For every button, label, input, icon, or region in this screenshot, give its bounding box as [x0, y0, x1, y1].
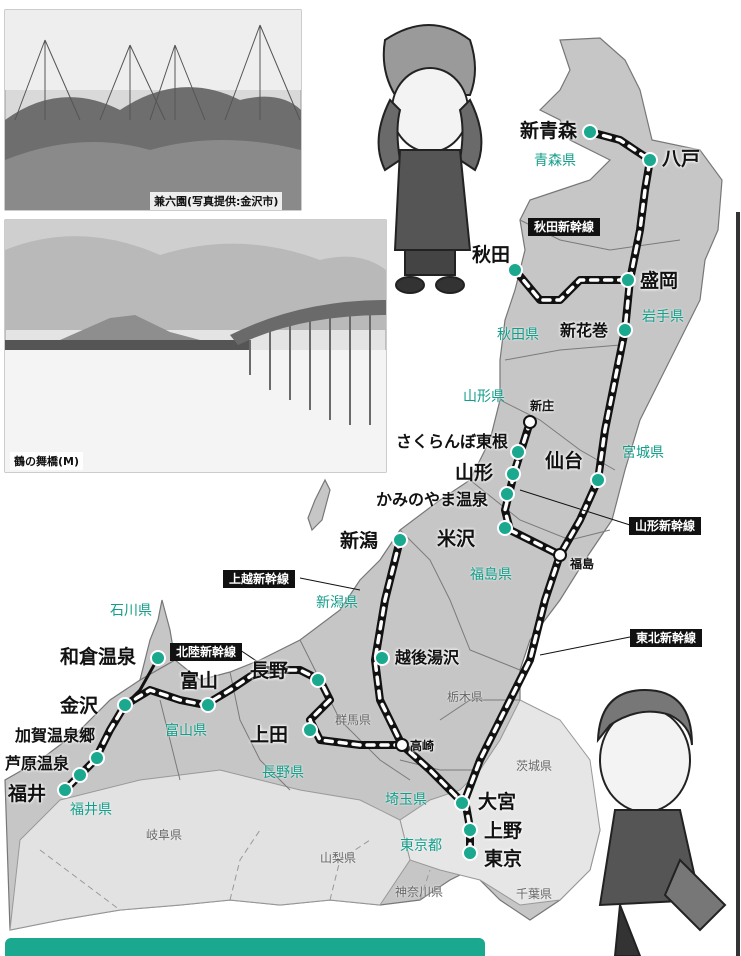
hokuriku-shinkansen-tag: 北陸新幹線: [170, 643, 243, 661]
pref-tokyo: 東京都: [400, 838, 442, 854]
station-hachinohe: 八戸: [662, 148, 701, 170]
dot-sendai: [590, 472, 606, 488]
character-woman-walking: [596, 688, 727, 956]
station-wakura: 和倉温泉: [60, 646, 137, 668]
yamagata-shinkansen-tag: 山形新幹線: [629, 517, 702, 535]
station-toyama: 富山: [180, 670, 219, 692]
dot-yamagata: [505, 466, 521, 482]
pref-fukushima: 福島県: [470, 567, 512, 583]
kenrokuen-caption: 兼六園(写真提供:金沢市): [150, 192, 283, 210]
dot-awara: [72, 767, 88, 783]
station-nagano: 長野: [250, 660, 289, 682]
tsuru-photo: [4, 219, 387, 473]
station-ueda: 上田: [250, 724, 289, 746]
station-kaminoyama: かみのやま温泉: [376, 490, 489, 509]
pref-nagano: 長野県: [262, 765, 304, 781]
dot-shinjo: [523, 415, 537, 429]
dot-nagano: [310, 672, 326, 688]
pref-yamanashi: 山梨県: [320, 851, 357, 865]
dot-fukushima: [553, 548, 567, 562]
station-yamagata: 山形: [455, 462, 494, 484]
pref-akita: 秋田県: [497, 327, 539, 343]
dot-akita: [507, 262, 523, 278]
pref-ibaraki: 茨城県: [516, 759, 553, 773]
dot-ueno: [462, 822, 478, 838]
station-shin-hanamaki: 新花巻: [560, 321, 609, 340]
station-kanazawa: 金沢: [60, 695, 99, 717]
station-ueno: 上野: [484, 820, 523, 842]
pref-miyagi: 宮城県: [622, 445, 664, 461]
dot-kanazawa: [117, 697, 133, 713]
dot-shin-hanamaki: [617, 322, 633, 338]
station-takasaki: 高崎: [410, 739, 435, 753]
dot-sakuranbo: [510, 444, 526, 460]
dot-toyama: [200, 697, 216, 713]
pref-chiba: 千葉県: [516, 887, 553, 901]
dot-shin-aomori: [582, 124, 598, 140]
station-echigo-yuzawa: 越後湯沢: [395, 648, 460, 667]
bottom-accent-bar: [5, 938, 485, 956]
station-fukui: 福井: [8, 783, 47, 805]
dot-niigata: [392, 532, 408, 548]
station-shinjo: 新庄: [530, 399, 555, 413]
pref-tochigi: 栃木県: [447, 690, 484, 704]
station-niigata: 新潟: [340, 530, 379, 552]
right-edge-rule: [736, 212, 740, 956]
kenrokuen-photo: [4, 9, 302, 211]
joetsu-shinkansen-tag: 上越新幹線: [223, 570, 296, 588]
station-morioka: 盛岡: [640, 270, 679, 292]
pref-saitama: 埼玉県: [385, 792, 427, 808]
dot-echigo-yuzawa: [374, 650, 390, 666]
station-shin-aomori: 新青森: [520, 120, 578, 142]
station-awara: 芦原温泉: [5, 754, 70, 773]
station-yonezawa: 米沢: [437, 528, 476, 550]
pref-yamagata: 山形県: [463, 389, 505, 405]
akita-shinkansen-tag: 秋田新幹線: [528, 218, 601, 236]
tohoku-shinkansen-tag: 東北新幹線: [630, 629, 703, 647]
pref-toyama: 富山県: [165, 723, 207, 739]
station-sendai: 仙台: [545, 450, 584, 472]
dot-kaga: [89, 750, 105, 766]
dot-yonezawa: [497, 520, 513, 536]
dot-takasaki: [395, 738, 409, 752]
dot-tokyo: [462, 845, 478, 861]
station-kaga: 加賀温泉郷: [15, 726, 96, 745]
sado-island: [307, 478, 331, 532]
dot-ueda: [302, 722, 318, 738]
pref-niigata: 新潟県: [316, 595, 358, 611]
pref-iwate: 岩手県: [642, 309, 684, 325]
station-akita: 秋田: [472, 244, 511, 266]
pref-ishikawa: 石川県: [110, 603, 152, 619]
dot-hachinohe: [642, 152, 658, 168]
station-sakuranbo: さくらんぼ東根: [396, 432, 509, 451]
pref-kanagawa: 神奈川県: [395, 885, 444, 899]
character-woman-hat: [377, 24, 483, 294]
pref-gifu: 岐阜県: [146, 828, 183, 842]
pref-aomori: 青森県: [534, 153, 576, 169]
dot-kaminoyama: [499, 486, 515, 502]
dot-morioka: [620, 272, 636, 288]
dot-omiya: [454, 795, 470, 811]
dot-fukui: [57, 782, 73, 798]
station-tokyo: 東京: [484, 848, 523, 870]
pref-fukui: 福井県: [70, 802, 112, 818]
station-fukushima: 福島: [570, 557, 595, 571]
pref-gunma: 群馬県: [335, 713, 372, 727]
tsuru-caption: 鶴の舞橋(M): [10, 452, 84, 470]
dot-wakura: [150, 650, 166, 666]
station-omiya: 大宮: [478, 791, 517, 813]
